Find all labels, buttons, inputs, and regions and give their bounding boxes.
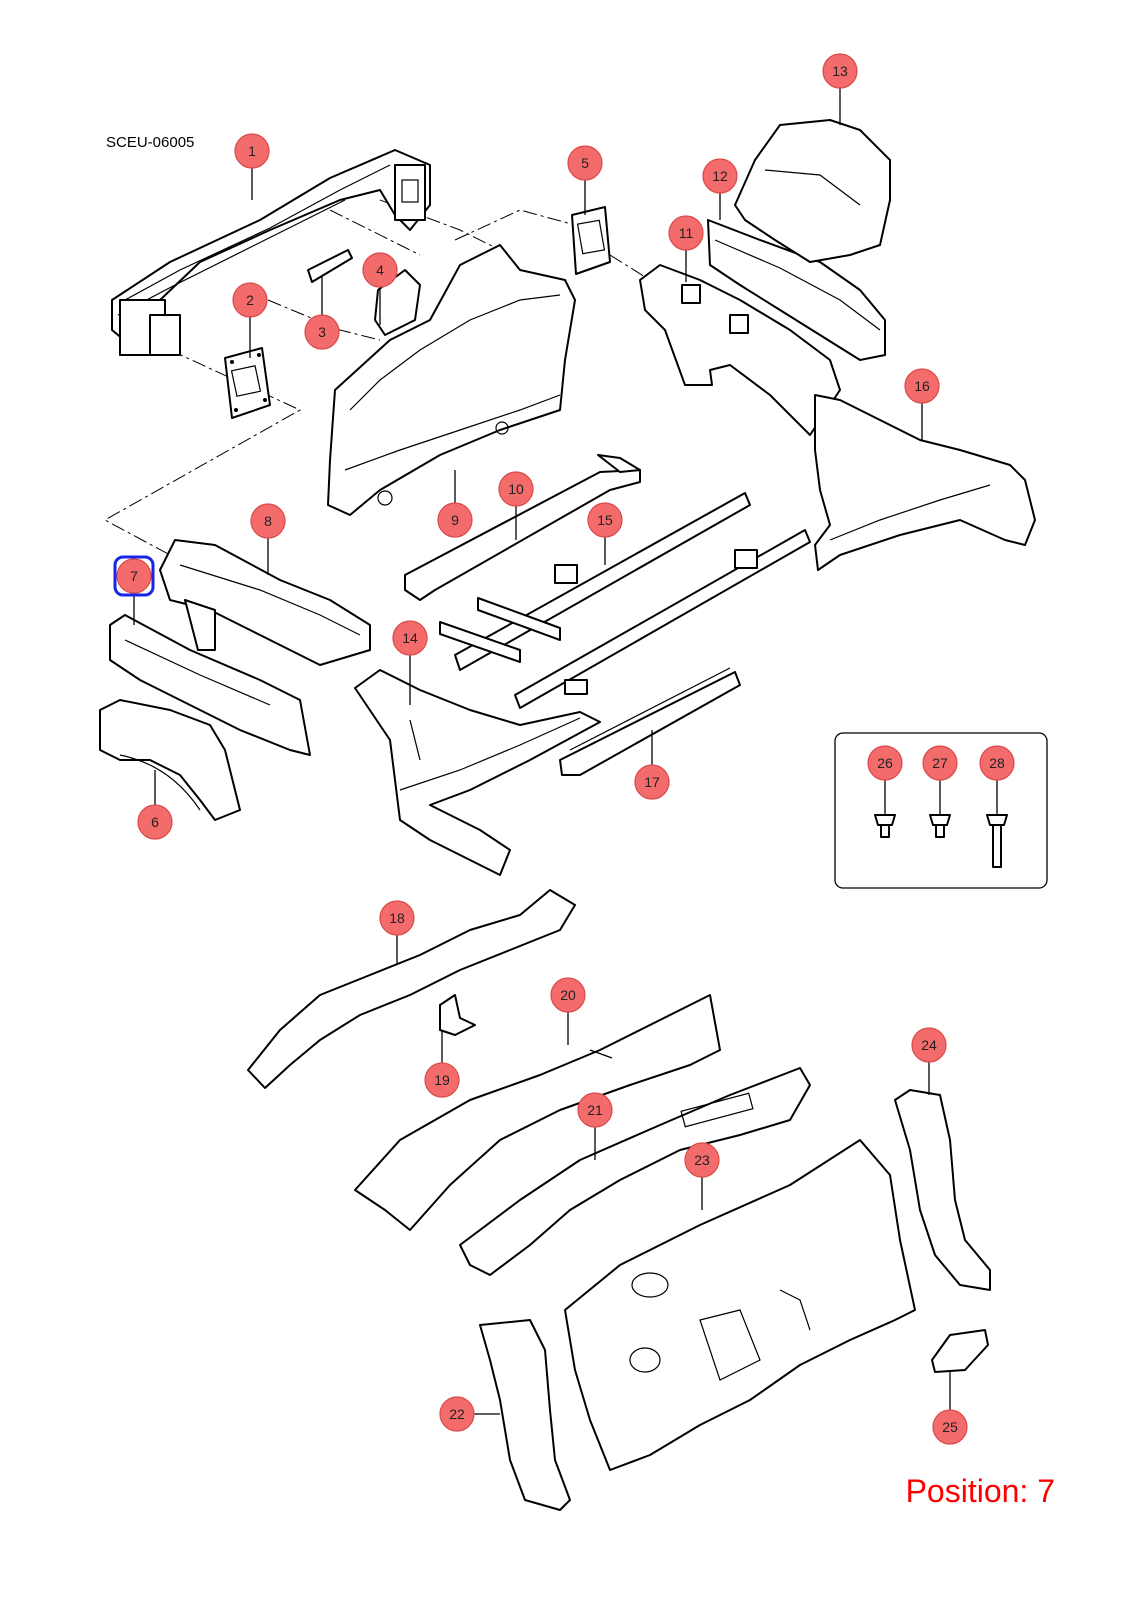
part-13-upper-panel xyxy=(734,119,891,263)
svg-text:16: 16 xyxy=(914,378,930,394)
position-label: Position: 7 xyxy=(906,1473,1055,1509)
part-25-gusset xyxy=(931,1329,989,1373)
callout-27[interactable]: 27 xyxy=(922,745,958,781)
svg-text:22: 22 xyxy=(449,1406,465,1422)
svg-text:10: 10 xyxy=(508,481,524,497)
callout-22[interactable]: 22 xyxy=(439,1396,475,1432)
svg-text:1: 1 xyxy=(248,143,256,159)
svg-text:6: 6 xyxy=(151,814,159,830)
svg-text:8: 8 xyxy=(264,513,272,529)
part-23-dash-panel xyxy=(564,1139,916,1471)
callout-9[interactable]: 9 xyxy=(437,502,473,538)
svg-text:24: 24 xyxy=(921,1037,937,1053)
part-17-cross-member xyxy=(559,667,741,776)
part-7-apron-panel xyxy=(109,614,311,756)
part-22-a-pillar xyxy=(479,1319,571,1511)
svg-text:2: 2 xyxy=(246,292,254,308)
part-24-b-pillar xyxy=(894,1089,991,1291)
part-2-mounting-plate xyxy=(224,347,271,419)
part-14-lower-rail xyxy=(354,669,601,876)
part-18-cowl-top xyxy=(247,889,576,1089)
callout-10[interactable]: 10 xyxy=(498,471,534,507)
svg-text:12: 12 xyxy=(712,168,728,184)
part-20-dash-upper xyxy=(354,994,721,1231)
svg-text:21: 21 xyxy=(587,1102,603,1118)
callout-12[interactable]: 12 xyxy=(702,158,738,194)
part-6-wheel-arch xyxy=(99,699,241,821)
callout-24[interactable]: 24 xyxy=(911,1027,947,1063)
svg-text:23: 23 xyxy=(694,1152,710,1168)
callout-18[interactable]: 18 xyxy=(379,900,415,936)
bolt-27-icon xyxy=(929,814,951,838)
callout-19[interactable]: 19 xyxy=(424,1062,460,1098)
svg-text:17: 17 xyxy=(644,774,660,790)
svg-text:4: 4 xyxy=(376,262,384,278)
svg-text:7: 7 xyxy=(130,568,138,584)
callout-15[interactable]: 15 xyxy=(587,502,623,538)
callout-2[interactable]: 2 xyxy=(232,282,268,318)
selected-callout-highlight xyxy=(113,555,155,597)
svg-text:19: 19 xyxy=(434,1072,450,1088)
callout-8[interactable]: 8 xyxy=(250,503,286,539)
part-21-cowl-panel xyxy=(459,1067,811,1276)
svg-text:14: 14 xyxy=(402,630,418,646)
svg-text:13: 13 xyxy=(832,63,848,79)
callout-23[interactable]: 23 xyxy=(684,1142,720,1178)
callout-3[interactable]: 3 xyxy=(304,314,340,350)
callout-28[interactable]: 28 xyxy=(979,745,1015,781)
callout-11[interactable]: 11 xyxy=(668,215,704,251)
callout-5[interactable]: 5 xyxy=(567,145,603,181)
callout-4[interactable]: 4 xyxy=(362,252,398,288)
callout-26[interactable]: 26 xyxy=(867,745,903,781)
callout-6[interactable]: 6 xyxy=(137,804,173,840)
svg-text:28: 28 xyxy=(989,755,1005,771)
svg-text:26: 26 xyxy=(877,755,893,771)
part-8-upper-rail xyxy=(159,539,371,666)
svg-text:5: 5 xyxy=(581,155,589,171)
part-1-bumper-reinforcement xyxy=(111,149,431,356)
part-9-radiator-support xyxy=(327,244,576,516)
part-10-cross-bar xyxy=(404,454,641,601)
callout-1[interactable]: 1 xyxy=(234,133,270,169)
svg-text:9: 9 xyxy=(451,512,459,528)
callout-16[interactable]: 16 xyxy=(904,368,940,404)
callout-17[interactable]: 17 xyxy=(634,764,670,800)
part-11-side-member xyxy=(639,264,841,436)
svg-text:15: 15 xyxy=(597,512,613,528)
callout-7[interactable]: 7 xyxy=(113,555,155,597)
part-3-small-bracket xyxy=(307,249,353,283)
callout-13[interactable]: 13 xyxy=(822,53,858,89)
svg-text:11: 11 xyxy=(679,225,694,241)
svg-text:27: 27 xyxy=(932,755,948,771)
callout-21[interactable]: 21 xyxy=(577,1092,613,1128)
svg-text:25: 25 xyxy=(942,1419,958,1435)
part-15-subframe xyxy=(439,492,811,709)
svg-text:3: 3 xyxy=(318,324,326,340)
callout-25[interactable]: 25 xyxy=(932,1409,968,1445)
part-16-rear-side-member xyxy=(814,394,1036,571)
part-5-mounting-plate xyxy=(571,206,611,275)
leader-lines xyxy=(133,88,998,1415)
part-19-small-bracket xyxy=(439,994,476,1036)
diagram-code: SCEU-06005 xyxy=(106,134,194,151)
callout-14[interactable]: 14 xyxy=(392,620,428,656)
svg-text:20: 20 xyxy=(560,987,576,1003)
callout-20[interactable]: 20 xyxy=(550,977,586,1013)
bolt-26-icon xyxy=(874,814,896,838)
svg-text:18: 18 xyxy=(389,910,405,926)
bolt-28-icon xyxy=(986,814,1008,868)
